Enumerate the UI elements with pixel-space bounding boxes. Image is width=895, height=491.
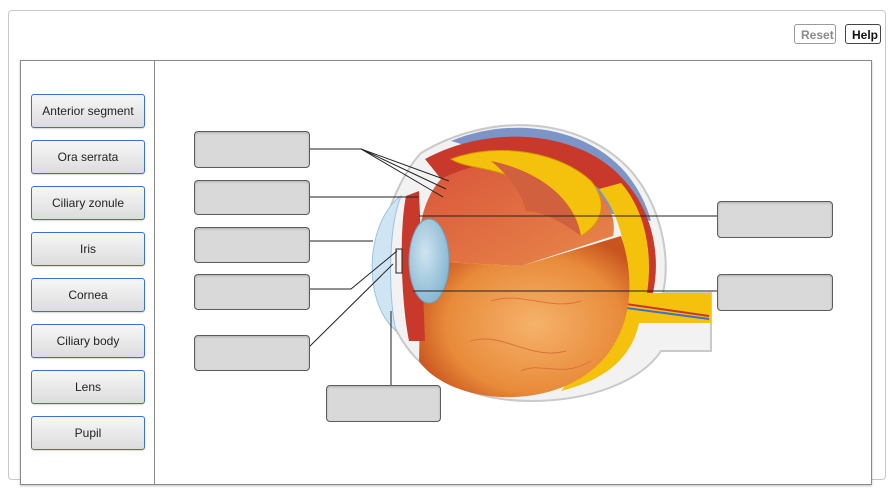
label-ciliary-body[interactable]: Ciliary body	[31, 324, 145, 358]
vitreous-body	[419, 236, 630, 398]
label-lens[interactable]: Lens	[31, 370, 145, 404]
retina-flap-inner	[491, 161, 581, 236]
drop-target-3[interactable]	[194, 227, 310, 263]
leader-lines	[308, 148, 717, 389]
drop-target-5[interactable]	[194, 335, 310, 371]
choroid-layer	[425, 136, 656, 293]
retina-flap	[449, 149, 602, 237]
label-pupil[interactable]: Pupil	[31, 416, 145, 450]
drop-target-2[interactable]	[194, 180, 310, 215]
label-ciliary-zonule[interactable]: Ciliary zonule	[31, 186, 145, 220]
labeling-workspace: Anterior segment Ora serrata Ciliary zon…	[20, 60, 872, 485]
drop-target-1[interactable]	[194, 131, 310, 168]
cornea-shape	[371, 194, 403, 333]
lens-shape	[408, 218, 450, 304]
drop-target-8[interactable]	[717, 274, 833, 311]
label-bank: Anterior segment Ora serrata Ciliary zon…	[21, 61, 155, 484]
help-button[interactable]: Help	[845, 24, 881, 44]
drop-target-7[interactable]	[717, 201, 833, 238]
retina-layer	[561, 183, 711, 391]
pupil-marker	[395, 248, 403, 274]
drop-target-6[interactable]	[326, 385, 441, 422]
drop-target-4[interactable]	[194, 274, 310, 310]
reset-button[interactable]: Reset	[794, 24, 836, 44]
label-ora-serrata[interactable]: Ora serrata	[31, 140, 145, 174]
label-iris[interactable]: Iris	[31, 232, 145, 266]
eye-cross-section-icon	[308, 124, 717, 403]
label-cornea[interactable]: Cornea	[31, 278, 145, 312]
label-anterior-segment[interactable]: Anterior segment	[31, 94, 145, 128]
